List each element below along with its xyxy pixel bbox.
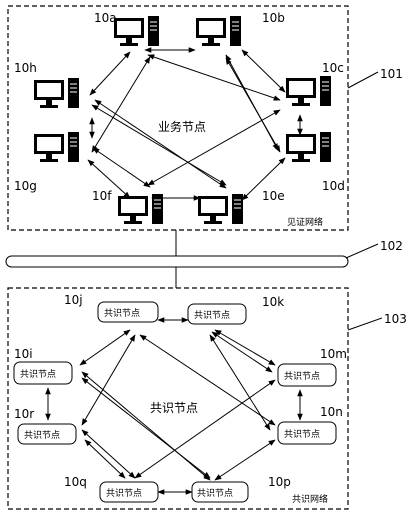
- business-node-title: 业务节点: [158, 119, 206, 134]
- node-10n-box: 共识节点: [277, 421, 337, 445]
- node-10d-label: 10d: [322, 179, 345, 193]
- bottom-network-number: 103: [384, 312, 407, 326]
- node-10n-box-label: 共识节点: [284, 429, 320, 440]
- node-10r-box: 共识节点: [17, 423, 77, 445]
- node-10g-computer-icon: [33, 131, 80, 163]
- node-10i-box: 共识节点: [13, 361, 73, 385]
- node-10a-label: 10a: [94, 11, 117, 25]
- node-10q-label: 10q: [64, 475, 87, 489]
- node-10m-box: 共识节点: [277, 363, 337, 387]
- node-10k-label: 10k: [262, 295, 284, 309]
- node-10e-computer-icon: [197, 193, 244, 225]
- node-10h-label: 10h: [14, 61, 37, 75]
- consensus-node-title: 共识节点: [150, 401, 198, 415]
- node-10a-computer-icon: [113, 15, 160, 47]
- witness-network-caption: 见证网络: [287, 216, 323, 228]
- node-10r-label: 10r: [14, 407, 34, 421]
- node-10e-label: 10e: [262, 189, 285, 203]
- node-10b-computer-icon: [195, 15, 242, 47]
- node-10p-box: 共识节点: [191, 481, 249, 503]
- node-10j-box: 共识节点: [97, 301, 159, 323]
- link-number: 102: [380, 239, 403, 253]
- node-10q-box: 共识节点: [99, 481, 159, 503]
- consensus-network-caption: 共识网络: [292, 493, 328, 505]
- node-10i-label: 10i: [14, 347, 33, 361]
- node-10m-box-label: 共识节点: [284, 371, 320, 382]
- node-10i-box-label: 共识节点: [20, 369, 56, 380]
- consensus-network-boundary: [7, 287, 349, 510]
- network-link-bar: [5, 255, 349, 268]
- node-10g-label: 10g: [14, 179, 37, 193]
- node-10j-label: 10j: [64, 293, 83, 307]
- node-10p-label: 10p: [268, 475, 291, 489]
- top-arrows: [87, 47, 303, 201]
- node-10k-box-label: 共识节点: [194, 310, 230, 321]
- node-10h-computer-icon: [33, 77, 80, 109]
- node-10n-label: 10n: [320, 405, 343, 419]
- node-10k-box: 共识节点: [187, 303, 247, 325]
- node-10q-box-label: 共识节点: [106, 488, 142, 499]
- node-10r-box-label: 共识节点: [24, 430, 60, 441]
- node-10j-box-label: 共识节点: [104, 308, 140, 319]
- node-10m-label: 10m: [320, 347, 347, 361]
- node-10d-computer-icon: [285, 131, 332, 163]
- node-10c-computer-icon: [285, 75, 332, 107]
- witness-network-boundary: [7, 5, 349, 231]
- node-10p-box-label: 共识节点: [197, 488, 233, 499]
- node-10f-label: 10f: [92, 189, 112, 203]
- node-10f-computer-icon: [117, 193, 164, 225]
- node-10b-label: 10b: [262, 11, 285, 25]
- node-10c-label: 10c: [322, 61, 344, 75]
- top-network-number: 101: [380, 67, 403, 81]
- bottom-arrows: [45, 317, 303, 495]
